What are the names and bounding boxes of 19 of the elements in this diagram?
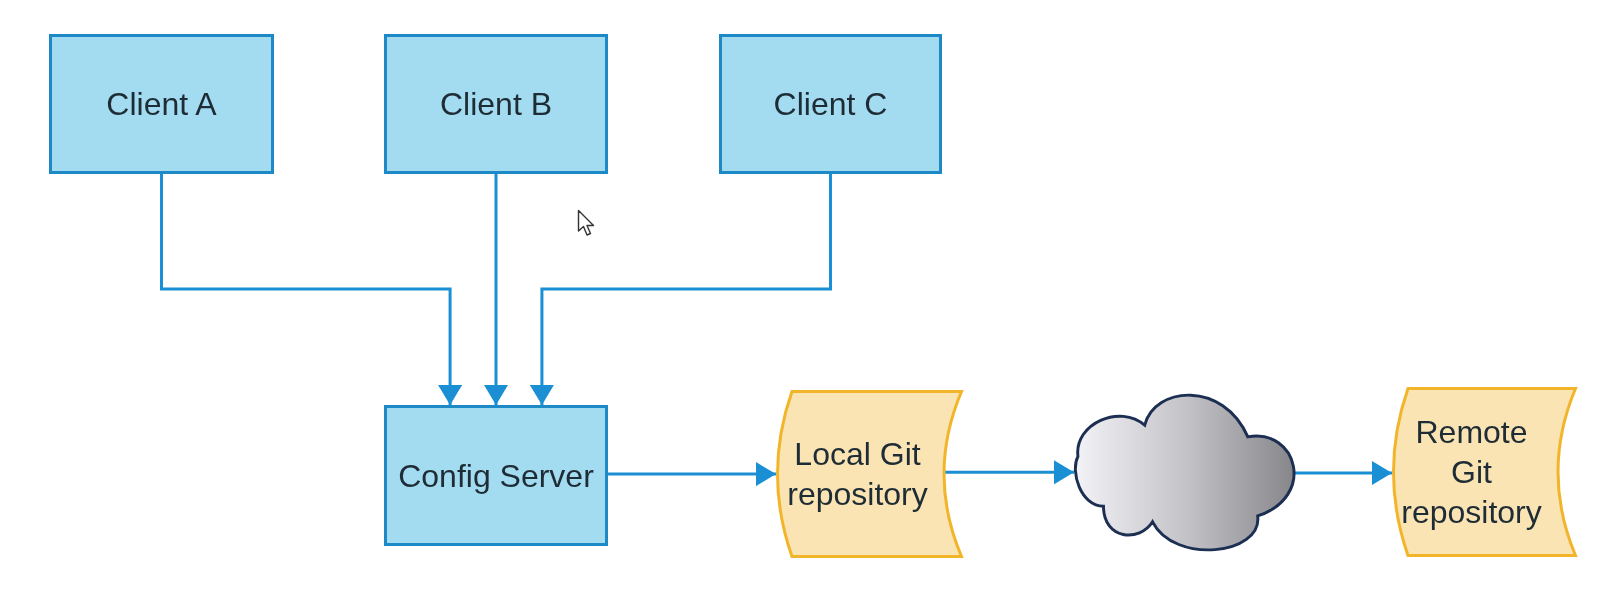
node-label: Client A (106, 85, 217, 124)
arrow (1295, 461, 1392, 485)
server-box (384, 405, 608, 546)
client-box (49, 34, 274, 174)
arrow (484, 174, 508, 405)
arrow (944, 460, 1074, 485)
arrow (608, 462, 776, 487)
arrow (160, 174, 463, 405)
node-label: Client C (773, 85, 888, 124)
client-box (719, 34, 942, 174)
client-box (384, 34, 608, 174)
node-label: Local Git repository (786, 435, 929, 514)
node-label: Client B (439, 85, 552, 124)
repository-shape (1392, 387, 1577, 557)
cloud-shape (1074, 392, 1295, 554)
node-label: Config Server (398, 456, 594, 496)
arrow (529, 174, 832, 405)
repository-shape (776, 390, 963, 558)
node-label: Remote Git repository (1400, 413, 1543, 532)
